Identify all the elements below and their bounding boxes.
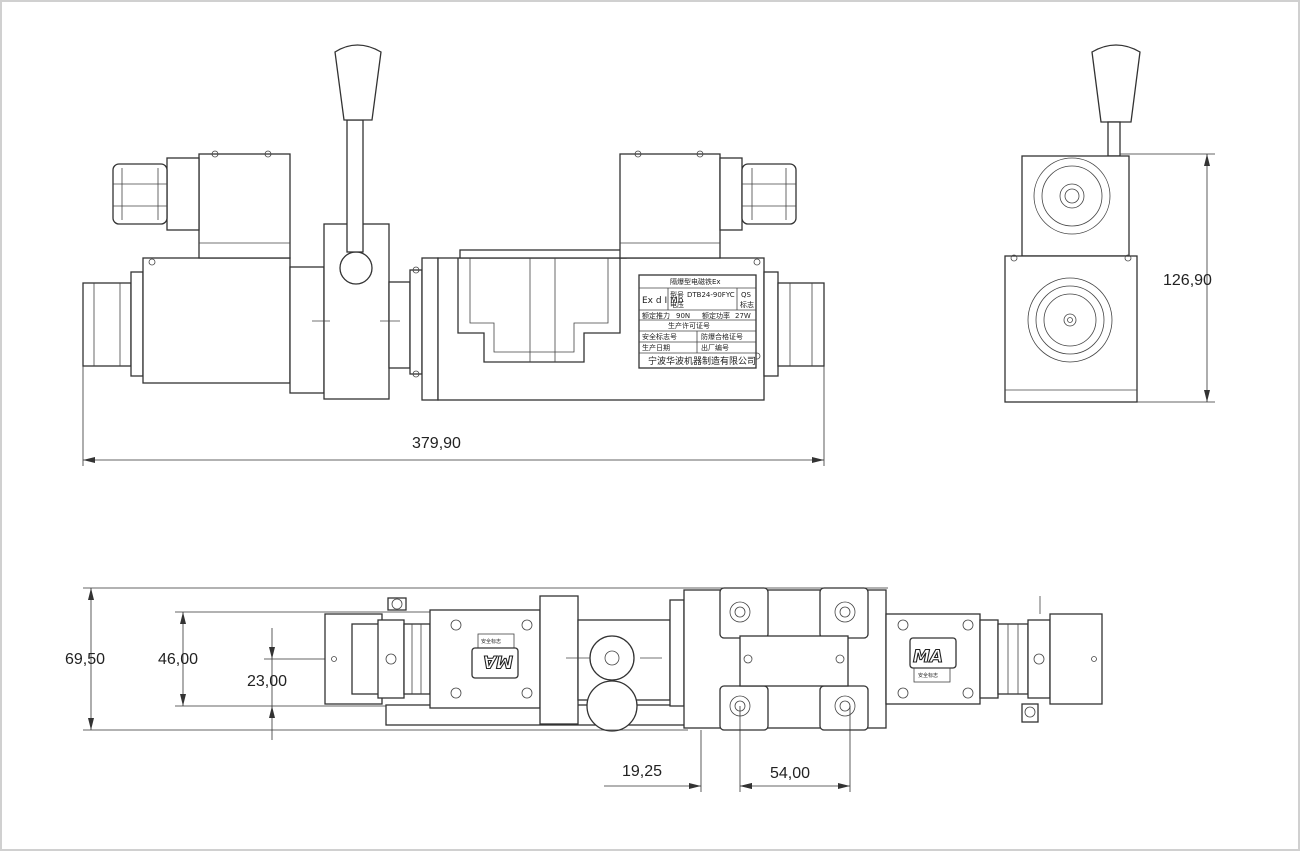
nameplate-power-value: 27W <box>735 312 751 320</box>
nameplate-title: 隔爆型电磁铁Ex <box>670 277 721 286</box>
nameplate-voltage-label: 电压 <box>670 300 684 309</box>
nameplate-manufacturer: 宁波华波机器制造有限公司 <box>648 355 756 367</box>
bottom-right-nut <box>997 623 1029 695</box>
nameplate-power-label: 额定功率 <box>702 311 730 320</box>
dim-bottom-mid: 46,00 <box>158 611 430 707</box>
nameplate-force-label: 额定推力 <box>642 311 670 320</box>
dim-total-length: 379,90 <box>82 366 825 466</box>
dim-bottom-outer: 69,50 <box>65 587 888 731</box>
nameplate-date: 生产日期 <box>642 343 670 352</box>
left-cable-gland-base <box>166 157 200 231</box>
left-ma-logo: 安全标志 MA <box>471 633 519 679</box>
bottom-left-nut <box>351 623 383 695</box>
bottom-left-hex <box>377 619 405 699</box>
dim-total-length-label: 379,90 <box>412 435 461 452</box>
dim-side-height-label: 126,90 <box>1163 272 1212 289</box>
front-view <box>82 44 825 401</box>
lever-pivot <box>339 251 373 285</box>
right-cable-gland <box>741 163 797 225</box>
left-cable-gland <box>112 163 168 225</box>
port-br <box>819 685 869 731</box>
bottom-left-gland <box>403 623 431 695</box>
valve-top-rail <box>459 249 627 259</box>
nameplate-model-label: 型号 <box>670 290 684 299</box>
right-cable-gland-base <box>719 157 743 231</box>
dim-port-spacing: 54,00 <box>740 706 851 792</box>
left-coil-head <box>198 153 291 259</box>
right-ma-label: 安全标志 <box>918 672 938 679</box>
nameplate-safety: 安全标志号 <box>642 332 677 341</box>
bottom-lever-hub <box>589 635 635 681</box>
right-ma-text: MA <box>913 647 943 667</box>
bottom-lever-block <box>539 595 579 725</box>
valve-adapter <box>409 269 423 375</box>
port-tr <box>819 587 869 639</box>
bottom-left-screw-block <box>387 597 407 611</box>
right-coil-flange <box>763 271 779 377</box>
dim-bottom-inner: 23,00 <box>247 628 325 740</box>
dim-bottom-outer-label: 69,50 <box>65 651 105 668</box>
nameplate-serial: 出厂编号 <box>701 343 729 352</box>
nameplate-std-mark: 标志 <box>740 300 754 309</box>
dim-port-spacing-label: 54,00 <box>770 765 810 782</box>
nameplate: 隔爆型电磁铁Ex Ex d I Mb 型号 DTB24-90FYC 电压 QS … <box>638 274 757 369</box>
port-tl <box>719 587 769 639</box>
dim-bottom-inner-label: 23,00 <box>247 673 287 690</box>
lever-mount <box>289 266 325 394</box>
valve-clamp <box>457 258 621 363</box>
side-lever-shaft <box>1107 121 1121 157</box>
bottom-right-gland <box>979 619 999 699</box>
nameplate-model-value: DTB24-90FYC <box>687 291 735 299</box>
bottom-right-hex <box>1027 619 1051 699</box>
valve-end-plate <box>421 257 439 401</box>
right-end-nut <box>777 282 825 367</box>
lever-handle <box>334 44 382 121</box>
lever-block-step <box>388 281 411 369</box>
left-coil-flange <box>130 271 144 377</box>
bottom-view: 安全标志 MA MA <box>324 587 1103 732</box>
nameplate-license: 生产许可证号 <box>668 321 710 330</box>
left-ma-text: MA <box>483 651 513 671</box>
side-view <box>1004 44 1141 403</box>
bottom-valve-adapter <box>669 599 685 707</box>
dim-offset-small-label: 19,25 <box>622 763 662 780</box>
right-coil-head <box>619 153 721 259</box>
right-ma-logo: MA 安全标志 <box>909 637 957 683</box>
dim-side-height: 126,90 <box>1120 153 1215 403</box>
left-end-nut <box>82 282 132 367</box>
nameplate-qs: QS <box>741 291 752 299</box>
bottom-lever-knob <box>586 680 638 732</box>
side-lever-handle <box>1091 44 1141 123</box>
side-coil-head <box>1021 155 1130 257</box>
dim-bottom-mid-label: 46,00 <box>158 651 198 668</box>
nameplate-explosion: 防爆合格证号 <box>701 332 743 341</box>
left-solenoid-body <box>142 257 291 384</box>
bottom-right-end <box>1049 613 1103 705</box>
lever-shaft <box>346 119 364 253</box>
port-bl <box>719 685 769 731</box>
nameplate-frame <box>638 274 757 369</box>
nameplate-ex-mark: Ex d I Mb <box>642 296 684 306</box>
bottom-valve-plate <box>739 635 849 687</box>
side-valve-body <box>1004 255 1138 403</box>
dim-offset-small: 19,25 <box>604 706 752 792</box>
nameplate-force-value: 90N <box>676 312 690 320</box>
left-ma-label: 安全标志 <box>481 638 501 645</box>
